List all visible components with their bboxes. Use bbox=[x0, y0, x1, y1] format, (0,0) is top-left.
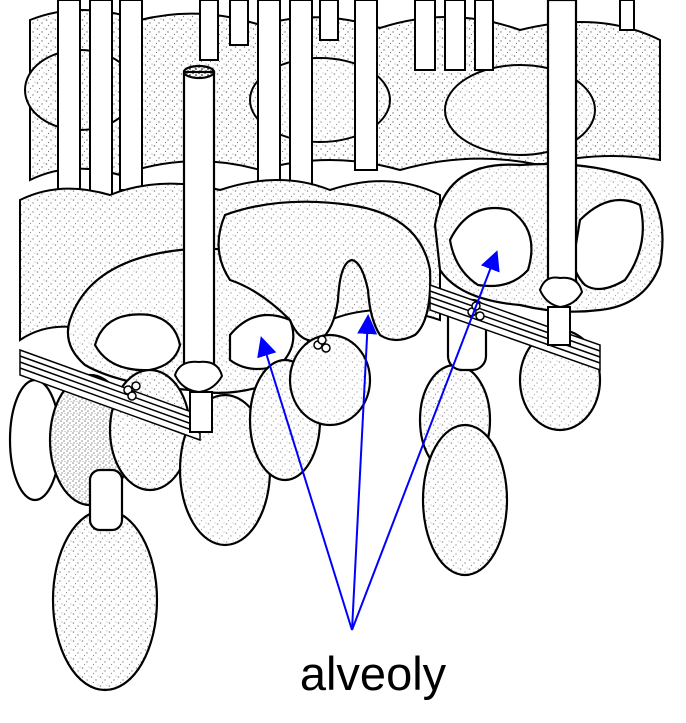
alveoly-label: alveoly bbox=[30, 646, 686, 702]
